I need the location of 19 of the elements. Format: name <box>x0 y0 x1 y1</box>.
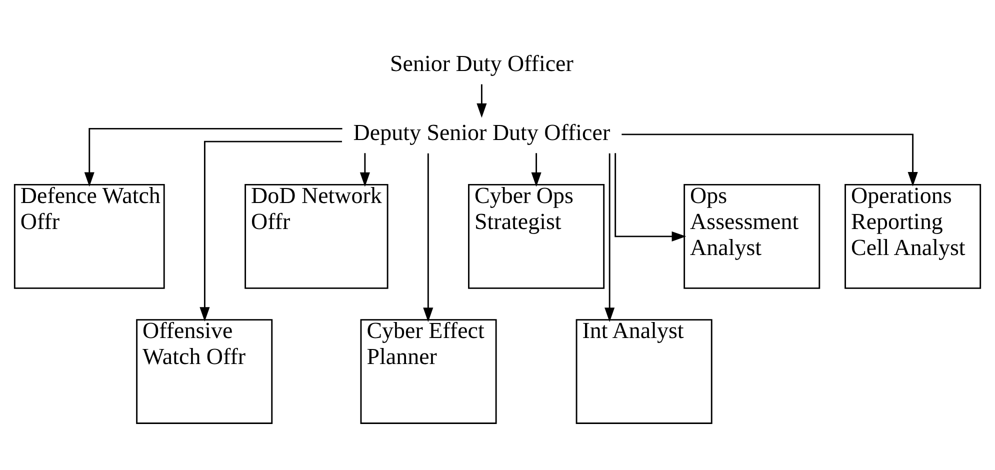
node-box: Defence Watch Offr <box>14 184 165 289</box>
arrow <box>604 153 615 322</box>
node-box: Offensive Watch Offr <box>136 319 273 424</box>
arrow <box>476 84 487 118</box>
arrow <box>622 134 918 186</box>
arrow <box>614 153 686 242</box>
node-box: Ops Assessment Analyst <box>684 184 820 289</box>
arrow <box>423 153 434 322</box>
arrow <box>360 153 370 187</box>
node-box: Operations Reporting Cell Analyst <box>844 184 982 289</box>
node-box: DoD Network Offr <box>244 184 388 289</box>
arrow <box>531 153 542 187</box>
node-text: Senior Duty Officer <box>390 50 574 76</box>
node-text: Deputy Senior Duty Officer <box>353 120 610 145</box>
node-box: Int Analyst <box>576 319 712 424</box>
node-box: Cyber Ops Strategist <box>468 184 605 289</box>
arrow <box>200 140 342 322</box>
arrow <box>84 128 342 187</box>
node-box: Cyber Effect Planner <box>360 319 497 424</box>
